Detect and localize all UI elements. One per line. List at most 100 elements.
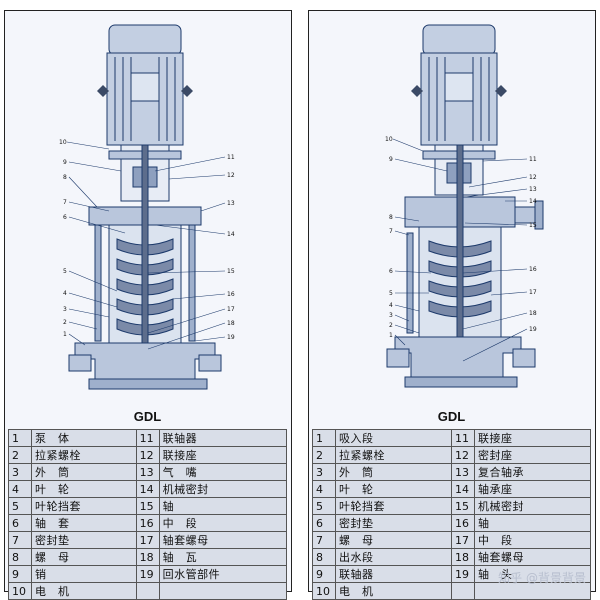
svg-text:15: 15: [529, 222, 537, 229]
part-number: 18: [451, 548, 475, 566]
svg-text:18: 18: [529, 310, 537, 317]
part-number: 3: [312, 463, 336, 481]
part-name: 电 机: [31, 582, 137, 600]
part-number: 8: [8, 548, 32, 566]
part-name: 轴套螺母: [158, 531, 288, 549]
part-number: 7: [8, 531, 32, 549]
part-number: 17: [135, 531, 160, 549]
part-number: 14: [451, 480, 475, 498]
svg-text:17: 17: [227, 306, 235, 313]
svg-text:13: 13: [529, 186, 537, 193]
part-number: 10: [8, 582, 32, 600]
svg-text:3: 3: [63, 306, 67, 313]
left-model-label: GDL: [133, 409, 162, 424]
part-name: 叶 轮: [31, 480, 137, 498]
part-number: 12: [451, 446, 475, 464]
svg-text:1: 1: [63, 331, 67, 338]
part-name: 轴 套: [31, 514, 137, 532]
part-number: 1: [8, 429, 32, 447]
part-number: 11: [451, 429, 475, 447]
part-number: 2: [312, 446, 336, 464]
part-name: 密封座: [474, 446, 591, 464]
part-number: 4: [8, 480, 32, 498]
part-number: 16: [451, 514, 475, 532]
part-name: 联接座: [158, 446, 288, 464]
part-name: 叶 轮: [335, 480, 452, 498]
part-name: 机械密封: [474, 497, 591, 515]
part-number: 2: [8, 446, 32, 464]
part-name: 复合轴承: [474, 463, 591, 481]
part-number: 16: [135, 514, 160, 532]
svg-text:10: 10: [385, 136, 393, 143]
svg-text:15: 15: [227, 268, 235, 275]
part-name: 联轴器: [335, 565, 452, 583]
svg-text:2: 2: [389, 322, 393, 329]
svg-text:9: 9: [389, 156, 393, 163]
part-name: 螺 母: [335, 531, 452, 549]
svg-text:2: 2: [63, 319, 67, 326]
part-number: 15: [451, 497, 475, 515]
watermark: 知乎 @背景背景: [498, 571, 586, 585]
part-name: 轴: [158, 497, 288, 515]
part-number: 17: [451, 531, 475, 549]
left-pump-panel: 10 9 8 7 6 5 4 3 2 1 11 12 13 14 15 16 1…: [4, 10, 292, 600]
part-name: 泵 体: [31, 429, 137, 447]
right-callouts: 11 12 13 14 15 16 17 18 19: [147, 154, 235, 350]
part-number: 18: [135, 548, 160, 566]
part-number: 6: [312, 514, 336, 532]
svg-text:19: 19: [227, 334, 235, 341]
part-name: 气 嘴: [158, 463, 288, 481]
part-number: [451, 582, 475, 600]
part-name: [158, 582, 288, 600]
right-model-label: GDL: [437, 409, 466, 424]
svg-text:11: 11: [227, 154, 235, 161]
svg-text:7: 7: [389, 228, 393, 235]
svg-text:17: 17: [529, 289, 537, 296]
svg-text:8: 8: [63, 174, 67, 181]
part-number: 13: [135, 463, 160, 481]
motor: [411, 24, 507, 146]
part-name: 拉紧螺栓: [335, 446, 452, 464]
svg-text:16: 16: [227, 291, 235, 298]
part-number: 9: [312, 565, 336, 583]
part-name: 轴承座: [474, 480, 591, 498]
svg-text:10: 10: [59, 139, 67, 146]
part-name: 密封垫: [335, 514, 452, 532]
part-name: 出水段: [335, 548, 452, 566]
part-name: 吸入段: [335, 429, 452, 447]
part-number: 19: [451, 565, 475, 583]
svg-text:1: 1: [389, 332, 393, 339]
part-name: [474, 582, 591, 600]
left-pump-drawing: 10 9 8 7 6 5 4 3 2 1 11 12 13 14 15 16 1…: [59, 24, 235, 390]
left-callouts: 10 9 8 7 6 5 4 3 2 1: [59, 139, 126, 346]
svg-text:12: 12: [529, 174, 537, 181]
part-name: 叶轮挡套: [335, 497, 452, 515]
part-number: 9: [8, 565, 32, 583]
part-name: 机械密封: [158, 480, 288, 498]
part-number: 13: [451, 463, 475, 481]
svg-text:16: 16: [529, 266, 537, 273]
part-number: 11: [135, 429, 160, 447]
part-number: 8: [312, 548, 336, 566]
right-callouts: 11 12 13 14 15 16 17 18 19: [462, 156, 537, 362]
part-name: 轴 瓦: [158, 548, 288, 566]
part-name: 联轴器: [158, 429, 288, 447]
part-number: 5: [312, 497, 336, 515]
svg-text:6: 6: [63, 214, 67, 221]
part-name: 拉紧螺栓: [31, 446, 137, 464]
motor: [97, 24, 193, 146]
